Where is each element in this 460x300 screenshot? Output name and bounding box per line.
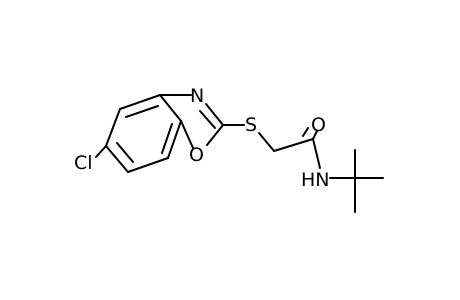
atom-n-ring: N	[190, 85, 204, 107]
bond-c1-c2-inner	[125, 105, 159, 118]
bond-ch2-co	[273, 138, 314, 152]
bond-s-ch2	[258, 132, 275, 152]
atom-o-carbonyl: O	[311, 114, 326, 136]
bond-c6-cl	[95, 145, 107, 158]
atom-o-ring: O	[189, 144, 204, 166]
bond-co-o	[312, 130, 318, 140]
bonds	[95, 94, 384, 213]
bond-c3-c4-inner	[161, 123, 173, 154]
bond-n-c7	[205, 103, 224, 126]
bond-n-c7-inner	[199, 110, 216, 129]
bond-c3-c4	[167, 120, 182, 159]
bond-c1-c2	[119, 94, 161, 110]
bond-c2-c3	[159, 94, 182, 122]
atom-s: S	[245, 114, 257, 136]
bond-c5-c6	[105, 145, 129, 173]
bond-c4-c5	[127, 157, 169, 173]
bond-co-nh	[312, 138, 321, 169]
atom-labels: N O S O HN Cl	[74, 85, 330, 191]
atom-cl: Cl	[74, 152, 93, 174]
bond-co-o-double	[302, 127, 309, 137]
bond-c6-c1	[105, 108, 121, 147]
atom-n-amide: HN	[301, 169, 330, 191]
bond-c7-o	[206, 124, 224, 146]
bond-c5-c6-inner	[116, 142, 134, 163]
bond-o-c3	[180, 120, 194, 149]
